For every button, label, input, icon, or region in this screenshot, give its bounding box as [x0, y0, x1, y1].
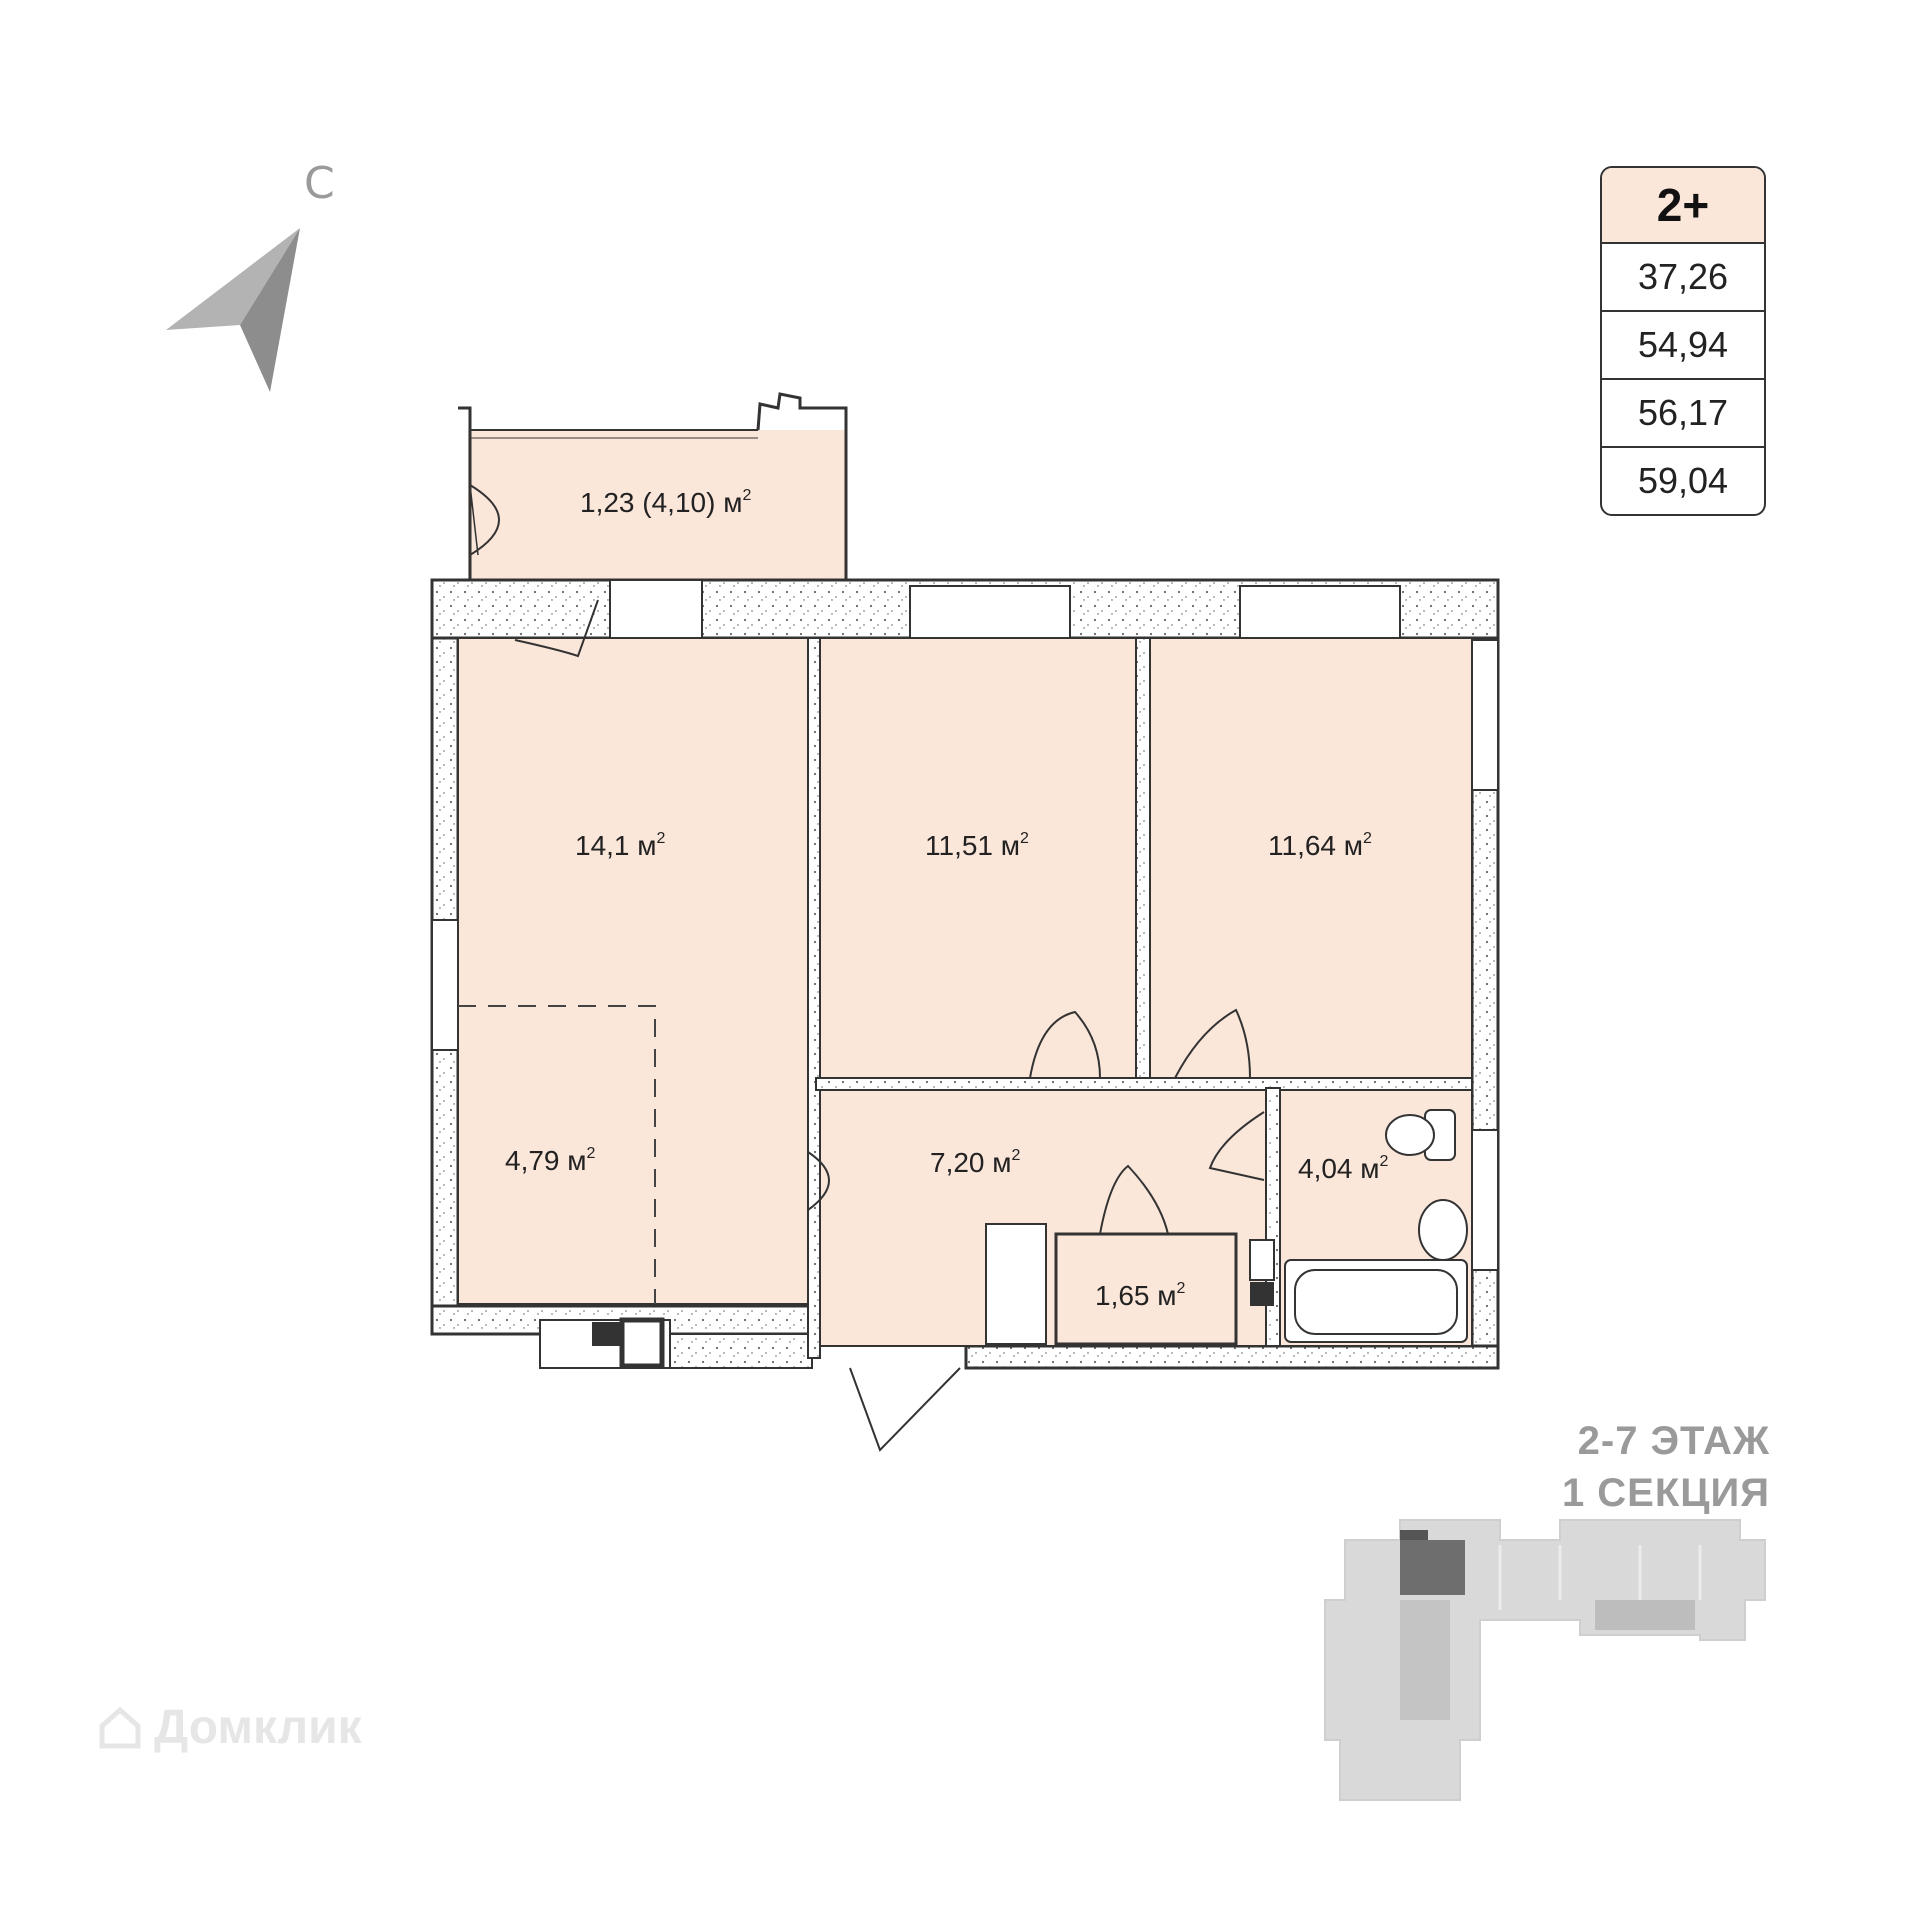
area-label-bedroom1: 11,51 м2	[925, 830, 1029, 861]
apartment-card: 2+ 37,26 54,94 56,17 59,04	[1600, 166, 1766, 516]
apartment-type: 2+	[1602, 168, 1764, 244]
rooms	[457, 637, 1473, 1359]
compass-arrow-icon	[166, 228, 300, 392]
north-letter: С	[304, 158, 335, 209]
area-value-1: 37,26	[1602, 244, 1764, 312]
area-label-balcony: 1,23 (4,10) м2	[580, 487, 751, 518]
section-label: 1 СЕКЦИЯ	[1561, 1471, 1770, 1515]
doors	[514, 599, 1265, 1452]
bathroom-fixtures	[1249, 1109, 1468, 1343]
area-label-storage: 1,65 м2	[1095, 1280, 1186, 1311]
watermark-text: Домклик	[154, 1701, 362, 1754]
area-label-kitchen: 4,79 м2	[505, 1145, 596, 1176]
area-value-3: 56,17	[1602, 380, 1764, 448]
key-plan	[1324, 1519, 1766, 1801]
watermark: Домклик	[96, 1700, 362, 1755]
area-label-hall: 7,20 м2	[930, 1147, 1021, 1178]
floor-section-info: 2-7 ЭТАЖ 1 СЕКЦИЯ	[1380, 1415, 1770, 1519]
walls	[430, 578, 1500, 1370]
area-label-bedroom2: 11,64 м2	[1268, 830, 1372, 861]
area-value-4: 59,04	[1637, 460, 1729, 501]
area-label-living: 14,1 м2	[575, 830, 666, 861]
house-logo-icon	[99, 1706, 141, 1748]
floor-label: 2-7 ЭТАЖ	[1577, 1419, 1770, 1463]
area-value-2: 54,94	[1602, 312, 1764, 380]
balcony	[458, 392, 848, 580]
area-label-bathroom: 4,04 м2	[1298, 1153, 1389, 1184]
